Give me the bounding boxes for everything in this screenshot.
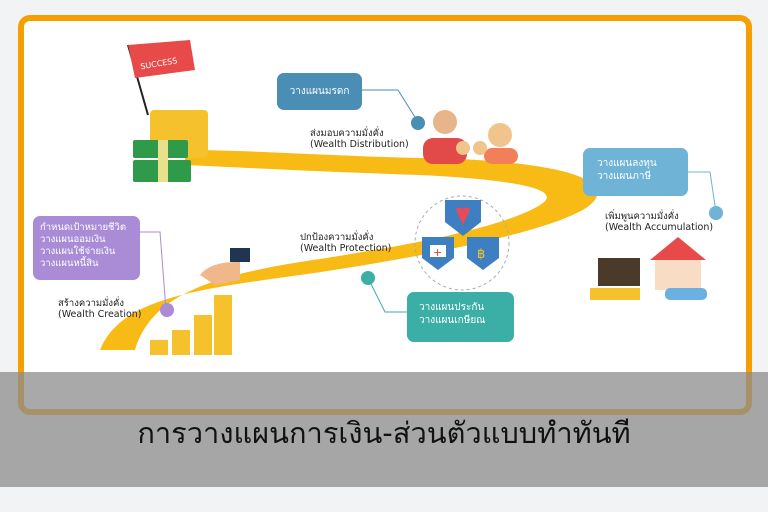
protection-en: (Wealth Protection) bbox=[300, 243, 392, 254]
caption-title: การวางแผนการเงิน-ส่วนตัวแบบทำทันที bbox=[137, 416, 631, 450]
creation-en: (Wealth Creation) bbox=[58, 309, 142, 320]
svg-text:฿: ฿ bbox=[477, 247, 485, 262]
distribution-th: ส่งมอบความมั่งคั่ง bbox=[310, 128, 384, 139]
caption-band bbox=[0, 372, 768, 487]
distribution-en: (Wealth Distribution) bbox=[310, 139, 409, 150]
family-icon bbox=[423, 110, 518, 164]
protection-shields-icon: + ฿ bbox=[414, 195, 510, 291]
coin-stack-hand-icon bbox=[150, 248, 250, 355]
house-treasure-icon bbox=[590, 237, 707, 300]
creation-label: สร้างความมั่งคั่ง (Wealth Creation) bbox=[58, 298, 142, 320]
debt-line: วางแผนหนี้สิน bbox=[40, 258, 99, 269]
creation-th: สร้างความมั่งคั่ง bbox=[58, 298, 125, 309]
invest-line: วางแผนลงทุน bbox=[597, 158, 657, 169]
protection-label: ปกป้องความมั่งคั่ง (Wealth Protection) bbox=[300, 232, 391, 254]
legacy-planning-box: วางแผนมรดก bbox=[277, 73, 362, 110]
creation-dot bbox=[160, 303, 174, 317]
distribution-label: ส่งมอบความมั่งคั่ง (Wealth Distribution) bbox=[310, 128, 409, 150]
protection-planning-box: วางแผนประกัน วางแผนเกษียณ bbox=[407, 292, 514, 342]
retirement-line: วางแผนเกษียณ bbox=[419, 315, 486, 326]
protection-dot bbox=[361, 271, 375, 285]
tax-line: วางแผนภาษี bbox=[597, 171, 652, 182]
infographic-frame bbox=[18, 15, 752, 415]
success-flag-icon: SUCCESS bbox=[127, 40, 195, 116]
spending-line: วางแผนใช้จ่ายเงิน bbox=[40, 246, 116, 257]
legacy-label: วางแผนมรดก bbox=[289, 86, 350, 97]
connector-lines bbox=[140, 89, 717, 313]
investment-planning-box: วางแผนลงทุน วางแผนภาษี bbox=[583, 148, 688, 196]
accumulation-th: เพิ่มพูนความมั่งคั่ง bbox=[605, 211, 679, 222]
insurance-line: วางแผนประกัน bbox=[419, 302, 485, 313]
accumulation-en: (Wealth Accumulation) bbox=[605, 222, 714, 233]
svg-text:+: + bbox=[433, 246, 442, 259]
goal-line: กำหนดเป้าหมายชีวิต bbox=[40, 222, 127, 233]
money-stack-icon bbox=[133, 110, 208, 182]
saving-line: วางแผนออมเงิน bbox=[40, 234, 106, 245]
creation-planning-box: กำหนดเป้าหมายชีวิต วางแผนออมเงิน วางแผนใ… bbox=[33, 216, 140, 280]
distribution-dot bbox=[411, 116, 425, 130]
accumulation-dot bbox=[709, 206, 723, 220]
protection-th: ปกป้องความมั่งคั่ง bbox=[300, 232, 374, 243]
road-path bbox=[100, 150, 598, 350]
accumulation-label: เพิ่มพูนความมั่งคั่ง (Wealth Accumulatio… bbox=[605, 211, 713, 233]
